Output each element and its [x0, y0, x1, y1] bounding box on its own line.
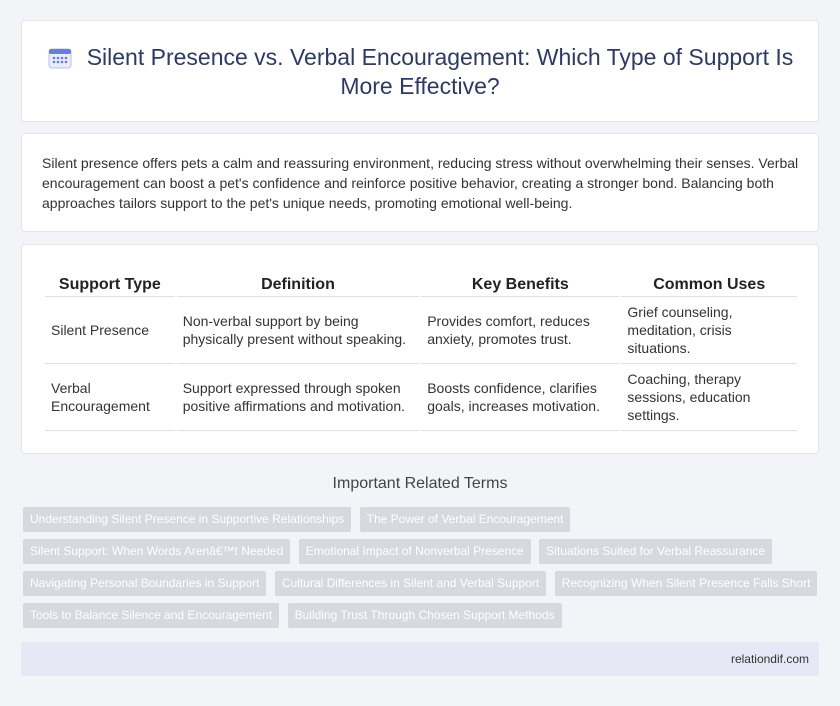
related-term-tag[interactable]: Silent Support: When Words Arenâ€™t Need… — [23, 539, 291, 564]
comparison-table: Support Type Definition Key Benefits Com… — [43, 275, 799, 431]
table-cell: Coaching, therapy sessions, education se… — [621, 364, 797, 431]
related-term-tag[interactable]: Recognizing When Silent Presence Falls S… — [554, 571, 818, 596]
intro-paragraph: Silent presence offers pets a calm and r… — [42, 155, 799, 211]
table-cell: Silent Presence — [45, 297, 175, 364]
column-header: Key Benefits — [421, 275, 620, 297]
table-cell: Verbal Encouragement — [45, 364, 175, 431]
column-header: Support Type — [45, 275, 175, 297]
related-terms-list: Understanding Silent Presence in Support… — [23, 507, 823, 635]
table-cell: Support expressed through spoken positiv… — [176, 364, 420, 431]
table-cell: Grief counseling, meditation, crisis sit… — [621, 297, 797, 364]
intro-card: Silent presence offers pets a calm and r… — [21, 133, 819, 232]
related-terms-heading: Important Related Terms — [332, 475, 508, 492]
related-term-tag[interactable]: Emotional Impact of Nonverbal Presence — [298, 539, 531, 564]
table-cell: Provides comfort, reduces anxiety, promo… — [421, 297, 620, 364]
column-header: Common Uses — [621, 275, 797, 297]
calendar-icon — [48, 48, 72, 69]
related-term-tag[interactable]: Building Trust Through Chosen Support Me… — [287, 603, 562, 628]
table-cell: Boosts confidence, clarifies goals, incr… — [421, 364, 620, 431]
site-credit[interactable]: relationdif.com — [730, 652, 809, 666]
title-card: Silent Presence vs. Verbal Encouragement… — [21, 20, 819, 122]
column-header: Definition — [176, 275, 420, 297]
tag-row: Silent Support: When Words Arenâ€™t Need… — [23, 539, 823, 571]
related-term-tag[interactable]: Cultural Differences in Silent and Verba… — [274, 571, 547, 596]
related-term-tag[interactable]: Tools to Balance Silence and Encourageme… — [23, 603, 280, 628]
table-header-row: Support Type Definition Key Benefits Com… — [45, 275, 797, 297]
table-cell: Non-verbal support by being physically p… — [176, 297, 420, 364]
table-row: Silent Presence Non-verbal support by be… — [45, 297, 797, 364]
footer: relationdif.com — [21, 642, 819, 676]
title-wrap: Silent Presence vs. Verbal Encouragement… — [42, 43, 798, 101]
tag-row: Navigating Personal Boundaries in Suppor… — [23, 571, 823, 603]
comparison-table-card: Support Type Definition Key Benefits Com… — [21, 244, 819, 454]
tag-row: Tools to Balance Silence and Encourageme… — [23, 603, 823, 635]
page-title: Silent Presence vs. Verbal Encouragement… — [86, 44, 794, 99]
tag-row: Understanding Silent Presence in Support… — [23, 507, 823, 539]
related-term-tag[interactable]: Navigating Personal Boundaries in Suppor… — [23, 571, 267, 596]
related-term-tag[interactable]: Situations Suited for Verbal Reassurance — [539, 539, 773, 564]
related-term-tag[interactable]: Understanding Silent Presence in Support… — [23, 507, 352, 532]
related-term-tag[interactable]: The Power of Verbal Encouragement — [359, 507, 571, 532]
table-row: Verbal Encouragement Support expressed t… — [45, 364, 797, 431]
